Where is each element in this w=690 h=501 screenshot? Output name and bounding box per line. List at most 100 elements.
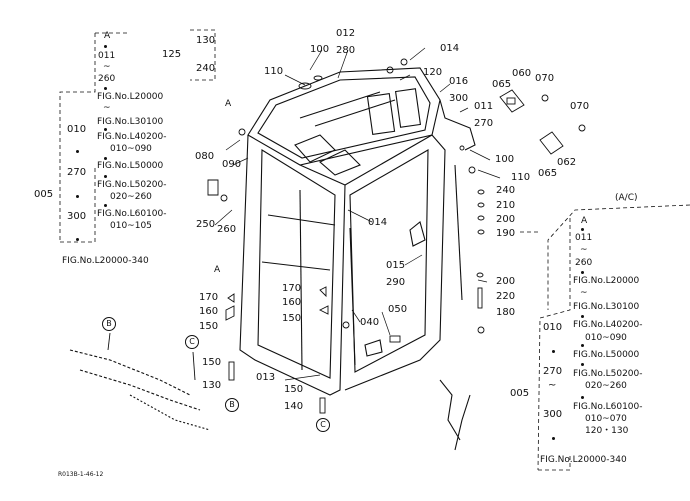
part-label: 190 <box>496 228 516 239</box>
right-fig-3b: 010~090 <box>585 333 627 343</box>
left-fig-2: FIG.No.L30100 <box>97 117 164 127</box>
part-label: 015 <box>386 260 406 271</box>
part-label: 280 <box>336 45 356 56</box>
left-group: 005 <box>34 189 54 200</box>
part-label: 090 <box>222 159 242 170</box>
right-ref-tilde: ~ <box>580 245 588 255</box>
part-label: 040 <box>360 317 380 328</box>
part-label: 016 <box>449 76 469 87</box>
part-label: 200 <box>496 214 516 225</box>
reference-brackets <box>59 29 690 471</box>
right-fig-2: FIG.No.L30100 <box>573 302 640 312</box>
part-label: 065 <box>492 79 512 90</box>
part-label: 260 <box>217 224 237 235</box>
part-label: 150 <box>284 384 304 395</box>
right-fig-5b: 020~260 <box>585 381 627 391</box>
bullet <box>76 238 79 241</box>
hardware-parts <box>107 58 586 414</box>
part-label: 100 <box>310 44 330 55</box>
part-label: 270 <box>474 118 494 129</box>
part-label: 160 <box>199 306 219 317</box>
view-marker-b: B <box>102 317 116 331</box>
bullet <box>581 396 584 399</box>
bullet <box>581 363 584 366</box>
diagram-code: R013B-1-46-12 <box>58 471 104 478</box>
bullet <box>76 195 79 198</box>
part-label: 240 <box>196 63 216 74</box>
bullet <box>104 128 107 131</box>
left-ref-a: A <box>104 31 111 41</box>
part-label: 150 <box>199 321 219 332</box>
view-marker-a-top: A <box>225 99 232 109</box>
ac-tag: (A/C) <box>615 193 638 203</box>
right-serial-tilde: ~ <box>548 380 557 391</box>
right-fig-tilde: ~ <box>580 288 588 298</box>
part-label: 062 <box>557 157 577 168</box>
left-serial-1: 010 <box>67 124 87 135</box>
part-label: 210 <box>496 200 516 211</box>
bullet <box>104 45 107 48</box>
part-label: 240 <box>496 185 516 196</box>
bullet <box>104 175 107 178</box>
bullet <box>76 150 79 153</box>
part-label: 060 <box>512 68 532 79</box>
left-serial-2: 270 <box>67 167 87 178</box>
part-label: 070 <box>535 73 555 84</box>
right-serial-2: 270 <box>543 366 563 377</box>
left-fig-1: FIG.No.L20000 <box>97 92 164 102</box>
left-fig-tilde: ~ <box>103 103 111 113</box>
left-ref-start: 011 <box>98 51 116 61</box>
part-label: 100 <box>495 154 515 165</box>
left-fig-5b: 020~260 <box>110 192 152 202</box>
part-label: 220 <box>496 291 516 302</box>
right-serial-1: 010 <box>543 322 563 333</box>
leader-lines <box>214 47 501 381</box>
view-marker-c: C <box>185 335 199 349</box>
part-label: 120 <box>423 67 443 78</box>
part-label: 125 <box>162 49 182 60</box>
right-fig-6c: 120・130 <box>585 426 629 436</box>
part-label: 180 <box>496 307 516 318</box>
left-fig-6b: 010~105 <box>110 221 152 231</box>
right-fig-3: FIG.No.L40200- <box>573 320 643 330</box>
right-serial-3: 300 <box>543 409 563 420</box>
view-marker-b: B <box>225 398 239 412</box>
view-marker-c: C <box>316 418 330 432</box>
part-label: 150 <box>202 357 222 368</box>
bullet <box>581 228 584 231</box>
part-label: 014 <box>440 43 460 54</box>
left-fig-5: FIG.No.L50200- <box>97 180 167 190</box>
part-label: 011 <box>474 101 494 112</box>
part-label: 160 <box>282 297 302 308</box>
part-label: 110 <box>511 172 531 183</box>
bullet <box>581 315 584 318</box>
bullet <box>581 344 584 347</box>
part-label: 110 <box>264 66 284 77</box>
view-marker-a: A <box>214 265 221 275</box>
part-label: 080 <box>195 151 215 162</box>
left-fig-4: FIG.No.L50000 <box>97 161 164 171</box>
left-ref-tilde: ~ <box>103 62 111 72</box>
part-label: 050 <box>388 304 408 315</box>
right-fig-6b: 010~070 <box>585 414 627 424</box>
bullet <box>552 350 555 353</box>
part-label: 300 <box>449 93 469 104</box>
right-fig-1: FIG.No.L20000 <box>573 276 640 286</box>
part-label: 170 <box>199 292 219 303</box>
bullet <box>104 157 107 160</box>
part-label: 200 <box>496 276 516 287</box>
right-group: 005 <box>510 388 530 399</box>
left-fig-3b: 010~090 <box>110 144 152 154</box>
right-footer: FIG.No.L20000-340 <box>540 455 627 465</box>
bullet <box>104 204 107 207</box>
part-label: 013 <box>256 372 276 383</box>
right-fig-4: FIG.No.L50000 <box>573 350 640 360</box>
left-footer: FIG.No.L20000-340 <box>62 256 149 266</box>
bullet <box>552 437 555 440</box>
part-label: 012 <box>336 28 356 39</box>
part-label: 150 <box>282 313 302 324</box>
part-label: 070 <box>570 101 590 112</box>
left-fig-6: FIG.No.L60100- <box>97 209 167 219</box>
cabin-frame <box>69 67 476 451</box>
